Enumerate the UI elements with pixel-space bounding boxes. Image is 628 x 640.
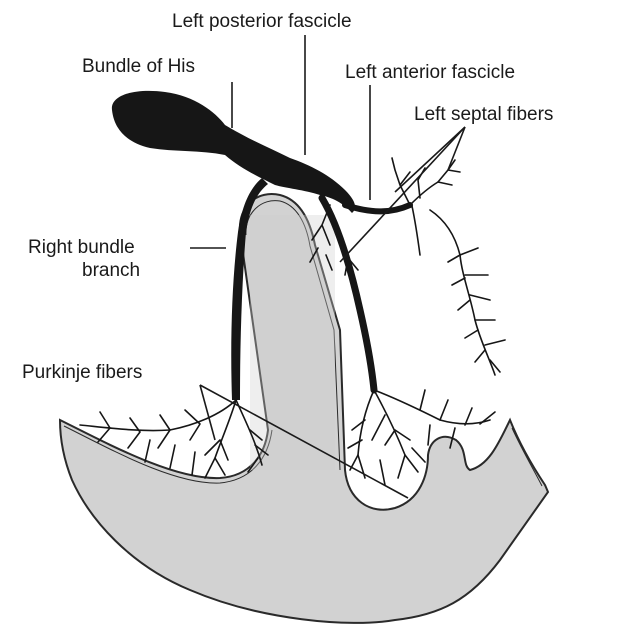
label-left-posterior-fascicle: Left posterior fascicle [172, 11, 352, 32]
label-left-anterior-fascicle: Left anterior fascicle [345, 62, 515, 83]
left-anterior-fascicle-shape [345, 205, 410, 211]
label-left-septal-fibers: Left septal fibers [414, 104, 553, 125]
septum-shade [250, 215, 335, 470]
label-right-bundle-branch-line2: branch [82, 260, 140, 281]
label-purkinje-fibers: Purkinje fibers [22, 362, 142, 383]
bundle-of-his-shape [112, 91, 355, 213]
leader-septal-2 [448, 127, 465, 170]
leader-purkinje-1 [200, 385, 215, 440]
label-right-bundle-branch-line1: Right bundle [28, 237, 135, 258]
leader-septal-3 [340, 127, 465, 262]
label-bundle-of-his: Bundle of His [82, 56, 195, 77]
